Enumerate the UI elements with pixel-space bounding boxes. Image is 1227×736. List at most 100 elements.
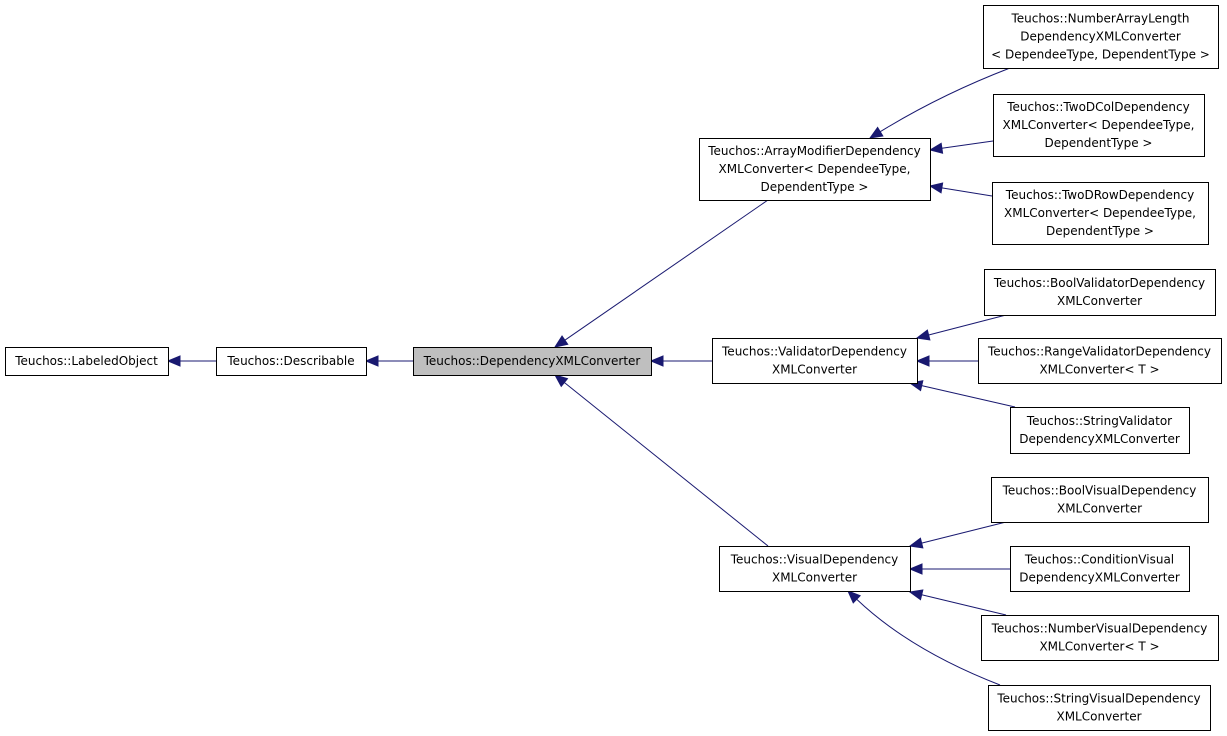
edge-visual-to-depconv bbox=[553, 374, 769, 547]
edge-line bbox=[564, 199, 769, 341]
class-box bbox=[983, 5, 1219, 69]
arrowhead-icon bbox=[649, 355, 664, 367]
class-name-line: Teuchos::ConditionVisual bbox=[1024, 553, 1174, 567]
class-name-line: Teuchos::BoolValidatorDependency bbox=[993, 276, 1205, 290]
class-box bbox=[984, 269, 1216, 316]
class-box bbox=[719, 546, 911, 592]
class-box bbox=[991, 477, 1209, 523]
arrowhead-icon bbox=[868, 126, 884, 139]
class-name-line: < DependeeType, DependentType > bbox=[991, 48, 1210, 62]
class-name-line: Teuchos::DependencyXMLConverter bbox=[423, 354, 641, 368]
arrowhead-icon bbox=[928, 142, 944, 154]
class-node-numbervisual[interactable]: Teuchos::NumberVisualDependencyXMLConver… bbox=[981, 615, 1219, 661]
class-name-line: Teuchos::VisualDependency bbox=[730, 553, 899, 567]
class-name-line: DependentType > bbox=[1045, 136, 1153, 150]
edge-stringvalidator-to-validator bbox=[908, 380, 1016, 408]
class-box bbox=[413, 347, 652, 376]
class-name-line: Teuchos::Describable bbox=[226, 354, 354, 368]
class-box bbox=[992, 182, 1209, 245]
edge-line bbox=[928, 314, 1007, 336]
class-name-line: XMLConverter< DependeeType, bbox=[719, 162, 911, 176]
edge-depconv-to-describable bbox=[364, 355, 413, 367]
arrowhead-icon bbox=[908, 589, 924, 601]
edge-conditionvisual-to-visual bbox=[908, 563, 1010, 575]
edge-arraymod-to-depconv bbox=[553, 199, 769, 348]
arrowhead-icon bbox=[915, 329, 931, 341]
edge-line bbox=[941, 187, 993, 197]
class-node-stringvalidator[interactable]: Teuchos::StringValidatorDependencyXMLCon… bbox=[1010, 407, 1190, 454]
class-name-line: XMLConverter bbox=[772, 571, 857, 585]
class-name-line: Teuchos::LabeledObject bbox=[14, 354, 158, 368]
edges-layer bbox=[166, 67, 1016, 686]
class-name-line: DependentType > bbox=[1046, 224, 1154, 238]
edge-line bbox=[879, 67, 1011, 133]
class-box bbox=[993, 94, 1205, 157]
class-name-line: Teuchos::TwoDRowDependency bbox=[1005, 188, 1194, 202]
edge-numbervisual-to-visual bbox=[908, 589, 1007, 616]
class-name-line: XMLConverter< DependeeType, bbox=[1003, 118, 1195, 132]
arrowhead-icon bbox=[908, 537, 924, 549]
class-name-line: Teuchos::RangeValidatorDependency bbox=[987, 345, 1211, 359]
class-node-twodrow[interactable]: Teuchos::TwoDRowDependencyXMLConverter< … bbox=[992, 182, 1209, 245]
edge-line bbox=[856, 598, 1001, 686]
class-box bbox=[5, 347, 169, 376]
arrowhead-icon bbox=[915, 355, 930, 367]
class-node-labeled[interactable]: Teuchos::LabeledObject bbox=[5, 347, 169, 376]
edge-line bbox=[921, 521, 1007, 544]
class-node-depconv[interactable]: Teuchos::DependencyXMLConverter bbox=[413, 347, 652, 376]
edge-twodrow-to-arraymod bbox=[928, 182, 993, 197]
nodes-layer: Teuchos::LabeledObject Teuchos::Describab… bbox=[5, 5, 1222, 731]
edge-boolvalidator-to-validator bbox=[915, 314, 1007, 341]
class-box bbox=[712, 338, 918, 384]
class-node-arraymod[interactable]: Teuchos::ArrayModifierDependencyXMLConve… bbox=[699, 138, 931, 201]
class-box bbox=[981, 615, 1219, 661]
class-node-twodcol[interactable]: Teuchos::TwoDColDependencyXMLConverter< … bbox=[993, 94, 1205, 157]
class-box bbox=[1010, 407, 1190, 454]
class-node-numarraylen[interactable]: Teuchos::NumberArrayLengthDependencyXMLC… bbox=[983, 5, 1219, 69]
class-box bbox=[1010, 546, 1190, 592]
edge-line bbox=[921, 594, 1007, 616]
edge-line bbox=[564, 382, 769, 547]
class-node-boolvalidator[interactable]: Teuchos::BoolValidatorDependencyXMLConve… bbox=[984, 269, 1216, 316]
arrowhead-icon bbox=[847, 590, 862, 604]
edge-rangevalidator-to-validator bbox=[915, 355, 978, 367]
class-name-line: DependencyXMLConverter bbox=[1019, 432, 1180, 446]
class-name-line: Teuchos::StringVisualDependency bbox=[996, 692, 1200, 706]
edge-stringvisual-to-visual bbox=[847, 590, 1001, 686]
arrowhead-icon bbox=[908, 563, 923, 575]
arrowhead-icon bbox=[553, 374, 569, 388]
edge-boolvisual-to-visual bbox=[908, 521, 1007, 549]
class-name-line: XMLConverter bbox=[1056, 710, 1141, 724]
class-name-line: XMLConverter< DependeeType, bbox=[1004, 206, 1196, 220]
class-name-line: Teuchos::NumberVisualDependency bbox=[991, 622, 1208, 636]
class-name-line: DependencyXMLConverter bbox=[1019, 571, 1180, 585]
class-node-rangevalidator[interactable]: Teuchos::RangeValidatorDependencyXMLConv… bbox=[978, 338, 1222, 384]
class-box bbox=[978, 338, 1222, 384]
class-name-line: XMLConverter< T > bbox=[1039, 363, 1159, 377]
edge-validator-to-depconv bbox=[649, 355, 712, 367]
edge-line bbox=[941, 140, 994, 149]
class-node-stringvisual[interactable]: Teuchos::StringVisualDependencyXMLConver… bbox=[988, 685, 1211, 731]
class-name-line: XMLConverter< T > bbox=[1039, 640, 1159, 654]
edge-twodcol-to-arraymod bbox=[928, 140, 994, 154]
class-name-line: Teuchos::NumberArrayLength bbox=[1010, 12, 1189, 26]
class-node-boolvisual[interactable]: Teuchos::BoolVisualDependencyXMLConverte… bbox=[991, 477, 1209, 523]
class-name-line: DependentType > bbox=[761, 180, 869, 194]
class-name-line: Teuchos::StringValidator bbox=[1026, 414, 1172, 428]
edge-line bbox=[921, 385, 1016, 408]
class-name-line: XMLConverter bbox=[1057, 294, 1142, 308]
class-box bbox=[699, 138, 931, 201]
class-name-line: Teuchos::TwoDColDependency bbox=[1006, 100, 1190, 114]
class-node-conditionvisual[interactable]: Teuchos::ConditionVisualDependencyXMLCon… bbox=[1010, 546, 1190, 592]
class-box bbox=[988, 685, 1211, 731]
class-name-line: DependencyXMLConverter bbox=[1020, 30, 1181, 44]
class-name-line: XMLConverter bbox=[1057, 502, 1142, 516]
arrowhead-icon bbox=[928, 182, 944, 194]
class-name-line: Teuchos::ArrayModifierDependency bbox=[707, 144, 921, 158]
class-name-line: Teuchos::BoolVisualDependency bbox=[1002, 484, 1197, 498]
class-node-describable[interactable]: Teuchos::Describable bbox=[216, 347, 367, 376]
arrowhead-icon bbox=[553, 335, 569, 348]
